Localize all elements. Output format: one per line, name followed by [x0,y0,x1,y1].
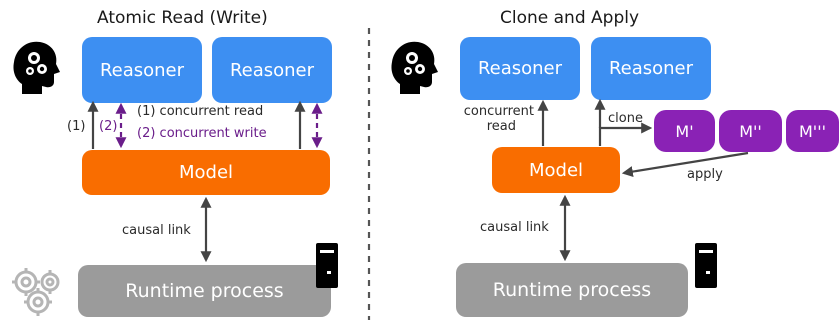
right-concurrent-label: concurrent read [458,104,534,134]
left-label-2: (2) [99,119,118,134]
left-label-1: (1) [67,119,86,134]
head-gears-icon [13,41,60,94]
apply-arrow [621,151,749,178]
clone-arrow [598,122,653,146]
left-title: Atomic Read (Write) [97,8,268,28]
left-runtime-process: Runtime process [78,265,331,317]
panel-divider [367,28,371,320]
right-reasoner-1: Reasoner [460,37,580,100]
clone-label: clone [608,111,643,126]
server-icon [695,243,717,288]
legend-concurrent-write: (2) concurrent write [137,126,267,141]
left-model: Model [82,150,330,195]
right-reasoner-2: Reasoner [591,37,711,100]
head-gears-icon [391,41,438,94]
server-icon [316,243,338,288]
legend-concurrent-read: (1) concurrent read [137,104,264,119]
right-model: Model [492,147,620,193]
right-title: Clone and Apply [500,8,640,28]
concurrent-read-line-1: concurrent [463,104,534,119]
left-reasoner-2: Reasoner [212,37,332,103]
apply-label: apply [687,167,723,182]
model-copy-3: M''' [786,110,839,152]
right-runtime-process: Runtime process [456,263,688,317]
cogs-icon [12,268,60,316]
model-copy-2: M'' [719,110,782,152]
left-reasoner-1: Reasoner [82,37,202,103]
left-causal-link-label: causal link [122,223,191,238]
model-copy-1: M' [654,110,715,152]
right-causal-link-label: causal link [480,220,549,235]
concurrent-read-line-2: read [486,119,516,134]
